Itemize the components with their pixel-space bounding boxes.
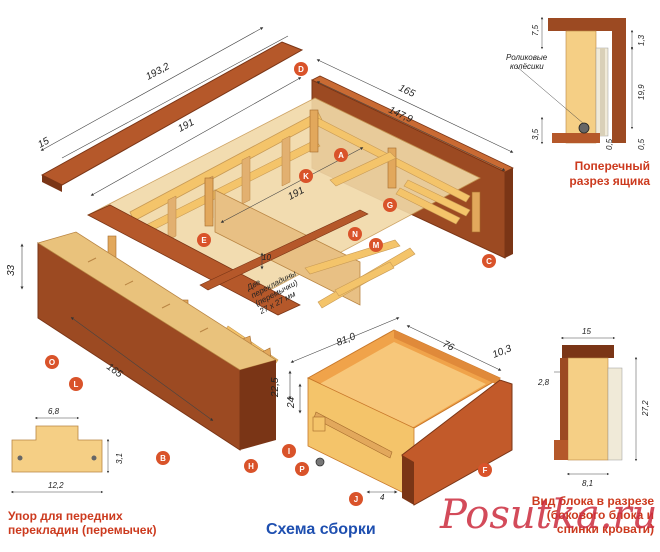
svg-text:B: B [160, 454, 166, 463]
part-label-C: C [482, 254, 496, 268]
caption-block-3: спинки кровати) [557, 522, 654, 536]
dim-2-8: 2,8 [537, 378, 550, 387]
block-cross-section: 15 2,8 27,2 8,1 [537, 327, 650, 488]
dim-12-2: 12,2 [48, 481, 64, 490]
svg-text:D: D [298, 65, 304, 74]
drawer-cross-section: 7,5 1,3 19,9 3,5 0,5 0,5 Роликовые колёс… [506, 16, 646, 150]
svg-text:P: P [299, 465, 305, 474]
dim-3-1: 3,1 [115, 453, 124, 464]
dim-6-8: 6,8 [48, 407, 60, 416]
dim-33: 33 [6, 264, 17, 276]
dim-0-5-a: 0,5 [605, 138, 614, 150]
svg-text:O: O [49, 358, 55, 367]
dim-193-2: 193,2 [144, 61, 172, 83]
dim-15: 15 [36, 136, 51, 151]
crossbar-stop-detail: 6,8 3,1 12,2 [10, 407, 124, 494]
svg-text:M: M [373, 241, 380, 250]
dim-10: 10 [262, 253, 271, 262]
dim-0-5-b: 0,5 [637, 138, 646, 150]
dim-10-3: 10,3 [491, 343, 514, 361]
svg-text:F: F [483, 466, 488, 475]
dim-27-2: 27,2 [641, 400, 650, 417]
dim-4: 4 [380, 493, 385, 502]
svg-text:I: I [288, 447, 290, 456]
svg-text:N: N [352, 230, 358, 239]
part-label-E: E [197, 233, 211, 247]
svg-text:C: C [486, 257, 492, 266]
rollers-note-2: колёсики [510, 62, 544, 71]
drawer [306, 329, 513, 506]
dim-7-5: 7,5 [531, 24, 540, 36]
dim-3-5: 3,5 [531, 128, 540, 140]
part-label-I: I [282, 444, 296, 458]
watermark: Posutka.ru [439, 492, 657, 538]
dim-1-3: 1,3 [637, 34, 646, 46]
dim-24: 24 [286, 396, 297, 409]
dim-76: 76 [441, 339, 456, 354]
svg-text:J: J [354, 495, 358, 504]
svg-text:H: H [248, 462, 254, 471]
caption-assembly: Схема сборки [266, 521, 376, 538]
part-label-H: H [244, 459, 258, 473]
dim-19-9: 19,9 [637, 84, 646, 100]
dim-191-top: 191 [176, 117, 196, 135]
svg-text:E: E [201, 236, 207, 245]
svg-text:A: A [338, 151, 344, 160]
part-label-B: B [156, 451, 170, 465]
dim-165-top: 165 [397, 83, 417, 100]
caption-block-2: (бокового блока и [547, 508, 654, 522]
dim-15-sec: 15 [582, 327, 591, 336]
svg-text:G: G [387, 201, 393, 210]
caption-stop-1: Упор для передних [8, 509, 123, 523]
rollers-note-1: Роликовые [506, 53, 548, 62]
part-label-K: K [299, 169, 313, 183]
part-label-D: D [294, 62, 308, 76]
caption-block-1: Вид блока в разрезе [532, 494, 655, 508]
caption-drawer-section-2: разрез ящика [569, 174, 650, 188]
part-label-J: J [349, 492, 363, 506]
part-label-L: L [69, 377, 83, 391]
dim-8-1: 8,1 [582, 479, 593, 488]
part-label-G: G [383, 198, 397, 212]
svg-text:L: L [74, 380, 79, 389]
part-label-F: F [478, 463, 492, 477]
caption-drawer-section-1: Поперечный [575, 159, 650, 173]
part-label-P: P [295, 462, 309, 476]
part-label-O: O [45, 355, 59, 369]
part-label-N: N [348, 227, 362, 241]
caption-stop-2: перекладин (перемычек) [8, 523, 156, 537]
dim-81-0: 81,0 [335, 331, 358, 349]
svg-text:K: K [303, 172, 309, 181]
part-label-M: M [369, 238, 383, 252]
dim-22-5: 22,5 [270, 377, 281, 398]
part-label-A: A [334, 148, 348, 162]
